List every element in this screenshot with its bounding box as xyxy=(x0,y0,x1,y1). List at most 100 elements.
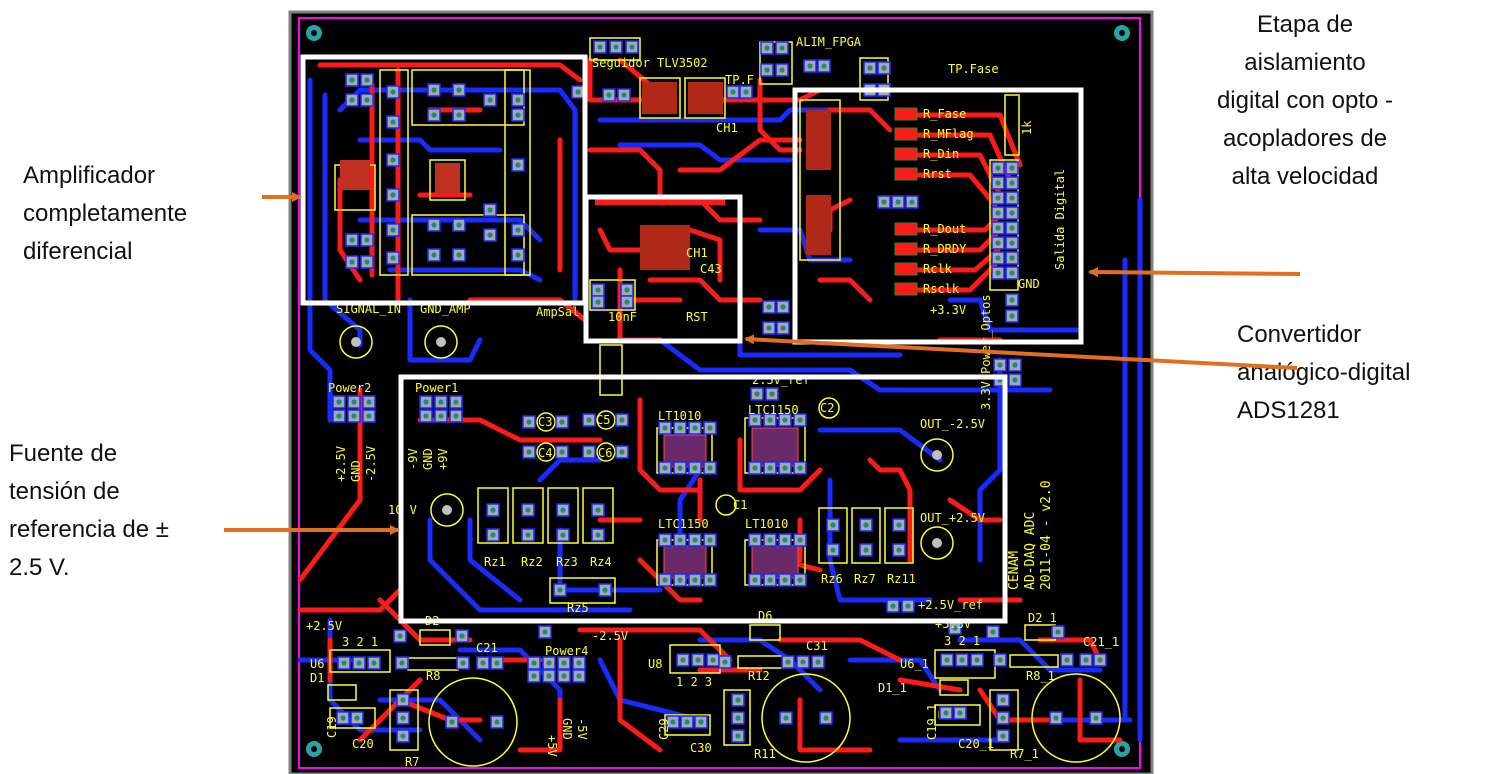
pad-hole xyxy=(561,673,567,679)
pad-hole xyxy=(863,522,869,528)
pcb-label: AD-DAQ ADC xyxy=(1023,512,1038,590)
smd-resistors xyxy=(595,107,918,296)
pad-hole xyxy=(390,89,396,95)
pad-hole xyxy=(351,413,357,419)
pcb-label: R_DRDY xyxy=(923,242,967,256)
pad-hole xyxy=(390,119,396,125)
pcb-label: Rz11 xyxy=(887,572,916,586)
pad-hole xyxy=(695,657,701,663)
pad-hole xyxy=(995,255,1001,261)
pad-hole xyxy=(692,537,698,543)
pcb-label: C20_1 xyxy=(958,737,994,751)
pcb-label: C4 xyxy=(538,446,552,460)
pcb-label: +2.5V xyxy=(306,619,342,633)
pcb-label: C6 xyxy=(598,446,612,460)
pad-hole xyxy=(944,657,950,663)
pad-hole xyxy=(400,715,406,721)
pcb-label: AmpSal xyxy=(536,305,579,319)
pad-hole xyxy=(800,659,806,665)
pad-hole xyxy=(595,287,601,293)
pad-hole xyxy=(766,325,772,331)
pad-hole xyxy=(707,425,713,431)
annotation-line: completamente xyxy=(23,200,188,227)
pad-hole xyxy=(546,660,552,666)
pcb-label: C31 xyxy=(806,639,828,653)
pcb-label: Power1 xyxy=(415,381,458,395)
pad-hole xyxy=(752,417,758,423)
pad-hole xyxy=(995,195,1001,201)
pad-hole xyxy=(662,537,668,543)
pad-hole xyxy=(680,657,686,663)
pcb-label: 3 2 1 xyxy=(944,634,980,648)
pcb-label: GND xyxy=(560,718,574,740)
pad-hole xyxy=(364,97,370,103)
pad-hole xyxy=(354,715,360,721)
pad-hole xyxy=(707,465,713,471)
pcb-label: 3 2 1 xyxy=(342,635,378,649)
pad-hole xyxy=(1009,240,1015,246)
pcb-label: D1_1 xyxy=(878,681,907,695)
pad-hole xyxy=(390,157,396,163)
pad-hole xyxy=(531,660,537,666)
pad-hole xyxy=(735,715,741,721)
pcb-label: -5V xyxy=(575,718,589,740)
pad-hole xyxy=(515,252,521,258)
pad-hole xyxy=(995,180,1001,186)
pcb-label: ALIM_FPGA xyxy=(796,35,862,49)
pad-hole xyxy=(366,399,372,405)
pcb-label: 2011-04 - v2.0 xyxy=(1039,480,1054,590)
pad-hole xyxy=(449,719,455,725)
pad-hole xyxy=(867,65,873,71)
pad-hole xyxy=(349,97,355,103)
pcb-gray-border xyxy=(288,10,1154,774)
pad-hole xyxy=(743,89,749,95)
pad-hole xyxy=(974,657,980,663)
section-highlight-boxes xyxy=(300,54,1084,624)
pad-hole xyxy=(767,577,773,583)
pcb-label: LTC1150 xyxy=(658,517,709,531)
pad-hole xyxy=(1000,715,1006,721)
pad-hole xyxy=(830,522,836,528)
pad-hole xyxy=(431,112,437,118)
pad-hole xyxy=(490,507,496,513)
pcb-label: TP.Fase xyxy=(948,62,999,76)
pcb-label: Power2 xyxy=(328,381,371,395)
pad-hole xyxy=(586,417,592,423)
annotation-line: Fuente de xyxy=(9,440,118,467)
pad-hole xyxy=(815,659,821,665)
pad-hole xyxy=(896,522,902,528)
pcb-label: C2 xyxy=(820,401,834,415)
pad-hole xyxy=(995,240,1001,246)
pad-hole xyxy=(400,697,406,703)
pad-hole xyxy=(515,162,521,168)
pad-hole xyxy=(997,362,1003,368)
pad-hole xyxy=(754,391,760,397)
pad-hole xyxy=(797,537,803,543)
pcb-label: TP.F xyxy=(725,73,754,87)
pad-hole xyxy=(400,733,406,739)
pad-hole xyxy=(684,719,690,725)
pad-hole xyxy=(576,660,582,666)
pad-hole xyxy=(423,399,429,405)
pad-hole xyxy=(525,507,531,513)
pad-hole xyxy=(959,657,965,663)
annotation-line: aislamiento xyxy=(1244,49,1366,76)
pad-hole xyxy=(752,465,758,471)
pad-hole xyxy=(490,532,496,538)
pad-hole xyxy=(752,537,758,543)
pad-hole xyxy=(1009,195,1015,201)
pad-hole xyxy=(662,465,668,471)
pcb-label: U8 xyxy=(648,657,662,671)
pad-hole xyxy=(895,199,901,205)
pcb-label: Rsclk xyxy=(923,282,960,296)
pcb-label: +9V xyxy=(436,448,450,470)
pad-hole xyxy=(707,577,713,583)
pcb-label: +3.3V xyxy=(930,303,966,317)
pad-hole xyxy=(624,299,630,305)
pad-hole xyxy=(349,259,355,265)
pcb-label: +2.5V xyxy=(334,446,348,482)
annotation-line: 2.5 V. xyxy=(9,554,70,581)
pad-hole xyxy=(957,710,963,716)
pad-hole xyxy=(1009,210,1015,216)
pad-hole xyxy=(480,660,486,666)
